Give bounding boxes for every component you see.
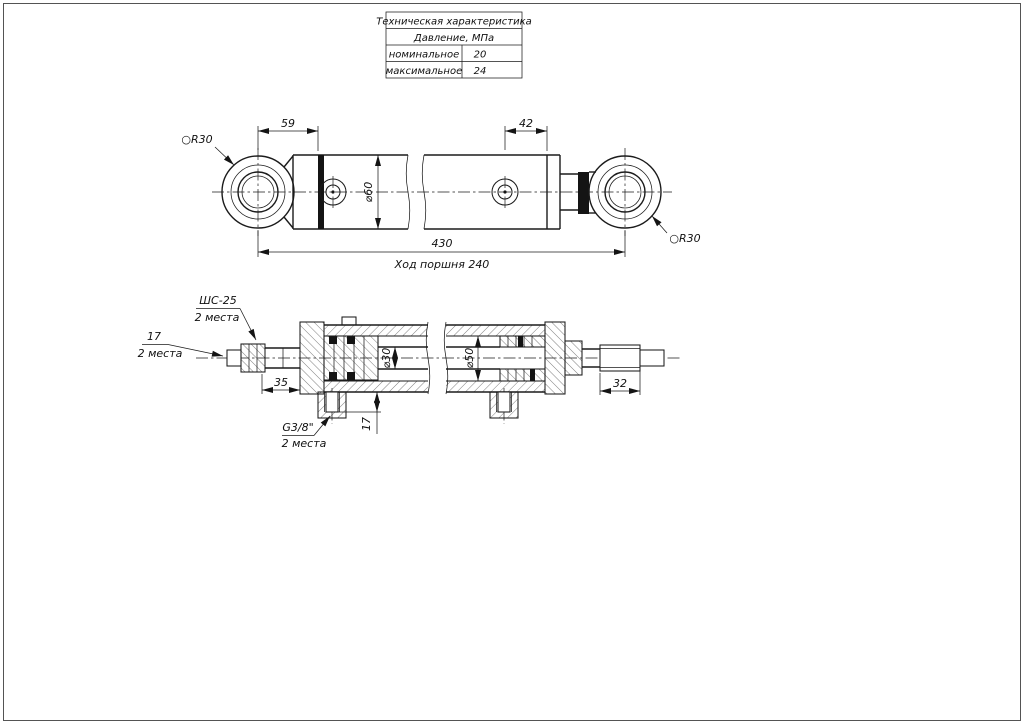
- dim-dia30: ⌀30: [380, 347, 398, 369]
- spec-table-max-value: 24: [474, 66, 487, 77]
- spec-table: Техническая характеристика Давление, МПа…: [376, 11, 532, 79]
- break-line: [421, 154, 427, 230]
- section-view: ШС-25 2 места 17 2 места 35 ⌀30 ⌀50: [138, 294, 680, 450]
- dim-17-left-text: 17: [147, 330, 161, 343]
- port-places-text: 2 места: [282, 437, 327, 450]
- sheet-border: [3, 3, 1021, 721]
- dim-dia60-text: ⌀60: [362, 182, 375, 203]
- spec-table-nominal-value: 20: [474, 50, 487, 61]
- port-left-top: [319, 178, 347, 206]
- piston: [323, 335, 379, 381]
- cylinder-body: [292, 154, 561, 230]
- piston-rod: [378, 346, 500, 370]
- callout-port-thread: G3/8" 2 места: [282, 415, 331, 450]
- spec-table-nominal-label: номинальное: [389, 50, 459, 61]
- rear-cap: [299, 321, 325, 395]
- eye-weld-ring: [578, 172, 589, 214]
- rod-end: [582, 344, 665, 372]
- break-line: [405, 154, 411, 230]
- dim-32: 32: [599, 369, 641, 395]
- left-rod-eye: [221, 155, 295, 229]
- port-callout-text: G3/8": [282, 421, 313, 434]
- rod-collar: [564, 340, 583, 376]
- callout-r30-right: ○R30: [651, 215, 701, 245]
- rod-neck: [560, 171, 596, 214]
- dim-42: 42: [504, 117, 548, 151]
- callout-r30-left-text: ○R30: [181, 133, 212, 146]
- dim-42-text: 42: [519, 117, 533, 130]
- dim-dia60: ⌀60: [362, 155, 381, 229]
- port-right-top: [491, 178, 519, 206]
- callout-r30-left: ○R30: [181, 133, 235, 166]
- dim-35: 35: [261, 374, 300, 394]
- dim-17-port: 17: [338, 392, 381, 434]
- stroke-note-text: Ход поршня 240: [394, 258, 490, 271]
- weld-ring: [318, 155, 324, 229]
- dim-430: 430 Ход поршня 240: [257, 231, 626, 271]
- dim-32-text: 32: [613, 377, 627, 390]
- right-rod-eye: [588, 155, 662, 229]
- dim-17-left-places-text: 2 места: [138, 347, 183, 360]
- port-boss-left: [317, 391, 347, 419]
- dim-59: 59: [257, 117, 319, 151]
- main-view: 59 42 ⌀60 430 Ход поршня 240 ○R30: [181, 117, 700, 271]
- cylinder-tube-section: [324, 321, 545, 395]
- dim-59-text: 59: [281, 117, 295, 130]
- dim-35-text: 35: [274, 376, 288, 389]
- rear-eye-lug: [226, 343, 300, 373]
- callout-bearing: ШС-25 2 места: [195, 294, 257, 341]
- spec-table-max-label: максимальное: [386, 66, 462, 77]
- dim-dia30-text: ⌀30: [380, 348, 393, 369]
- dim-430-text: 430: [432, 237, 453, 250]
- spec-table-pressure-row: Давление, МПа: [413, 33, 494, 44]
- bearing-callout-text: ШС-25: [199, 294, 236, 307]
- port-boss-right: [489, 391, 519, 419]
- callout-r30-right-text: ○R30: [669, 232, 700, 245]
- dim-17-port-text: 17: [360, 417, 373, 431]
- break-line: [443, 321, 449, 395]
- break-line: [425, 321, 431, 395]
- callout-17-left: 17 2 места: [138, 330, 224, 360]
- spec-table-title: Техническая характеристика: [376, 17, 532, 28]
- vent-plug: [341, 316, 357, 326]
- dim-dia50: ⌀50: [463, 336, 481, 381]
- gland: [499, 335, 546, 382]
- bearing-places-text: 2 места: [195, 311, 240, 324]
- gland-nut: [544, 321, 566, 395]
- dim-dia50-text: ⌀50: [463, 348, 476, 369]
